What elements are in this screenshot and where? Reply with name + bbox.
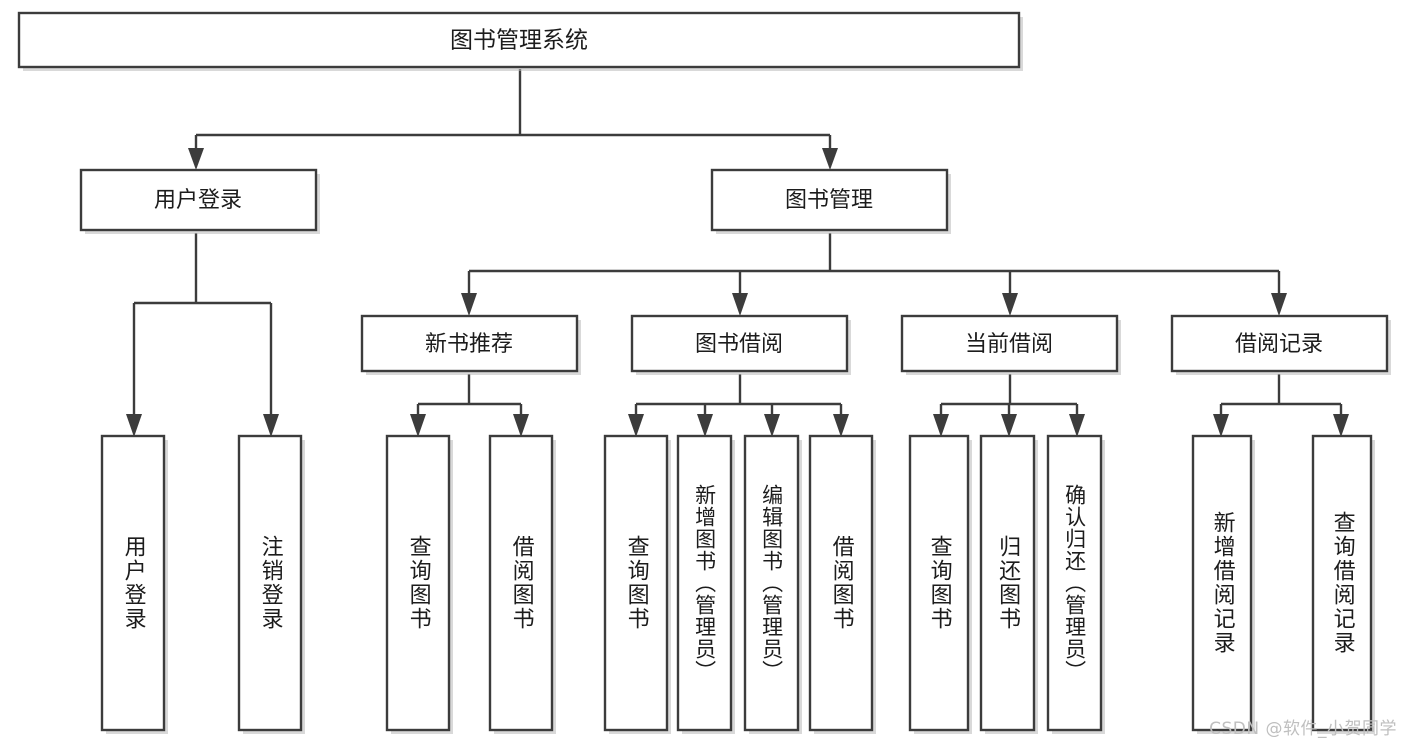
node-new-book-rec[interactable]: 新书推荐 xyxy=(360,314,581,375)
leaf-query-record-box[interactable] xyxy=(1311,434,1373,732)
arrow-bookmgmt-l3a-icon xyxy=(461,293,477,316)
node-user-login[interactable]: 用户登录 xyxy=(79,168,320,234)
arrow-bookmgmt-l3d-icon xyxy=(1271,293,1287,316)
arrow-bookborrow-leaf4-icon xyxy=(833,414,849,437)
leaf-edit-book-box[interactable] xyxy=(743,434,800,732)
node-current-borrow-label: 当前借阅 xyxy=(965,332,1053,357)
node-root-label: 图书管理系统 xyxy=(450,28,588,54)
leaf-borrow-book-1-box[interactable] xyxy=(488,434,554,732)
node-borrow-record[interactable]: 借阅记录 xyxy=(1170,314,1391,375)
leaf-query-book-3-box[interactable] xyxy=(908,434,970,732)
arrow-currborrow-leaf2-icon xyxy=(1001,414,1017,437)
node-book-mgmt[interactable]: 图书管理 xyxy=(710,168,951,234)
csdn-watermark: CSDN @软件_小贺同学 xyxy=(1209,719,1397,739)
arrow-bookmgmt-l3b-icon xyxy=(732,293,748,316)
node-borrow-record-box xyxy=(1170,314,1389,373)
arrow-newbook-leaf2-icon xyxy=(513,414,529,437)
arrow-currborrow-leaf1-icon xyxy=(933,414,949,437)
node-user-login-box xyxy=(79,168,318,232)
node-root[interactable]: 图书管理系统 xyxy=(17,11,1023,71)
node-book-borrow-label: 图书借阅 xyxy=(695,332,783,357)
arrow-newbook-leaf1-icon xyxy=(410,414,426,437)
leaf-borrow-book-2-box[interactable] xyxy=(808,434,874,732)
arrow-userlogin-leaf2-icon xyxy=(263,414,279,437)
arrow-borrowrec-leaf1-icon xyxy=(1213,414,1229,437)
node-book-mgmt-label: 图书管理 xyxy=(785,188,873,213)
node-user-login-label: 用户登录 xyxy=(154,188,242,213)
leaf-query-book-2-box[interactable] xyxy=(603,434,669,732)
arrow-root-to-user-login-icon xyxy=(188,148,204,170)
node-root-box xyxy=(17,11,1021,69)
connectors-layer xyxy=(126,69,1349,437)
arrow-bookmgmt-l3c-icon xyxy=(1002,293,1018,316)
arrow-bookborrow-leaf2-icon xyxy=(697,414,713,437)
leaf-confirm-return-box[interactable] xyxy=(1046,434,1103,732)
node-borrow-record-label: 借阅记录 xyxy=(1235,332,1323,357)
node-current-borrow[interactable]: 当前借阅 xyxy=(900,314,1121,375)
arrow-root-to-book-mgmt-icon xyxy=(822,148,838,170)
node-book-borrow-box xyxy=(630,314,849,373)
leaf-add-book-box[interactable] xyxy=(676,434,733,732)
leaf-return-book-box[interactable] xyxy=(979,434,1036,732)
node-new-book-rec-label: 新书推荐 xyxy=(425,332,513,357)
arrow-bookborrow-leaf1-icon xyxy=(628,414,644,437)
arrow-bookborrow-leaf3-icon xyxy=(764,414,780,437)
arrow-currborrow-leaf3-icon xyxy=(1069,414,1085,437)
arrow-userlogin-leaf1-icon xyxy=(126,414,142,437)
leaf-query-book-1-box[interactable] xyxy=(385,434,451,732)
arrow-borrowrec-leaf2-icon xyxy=(1333,414,1349,437)
leaf-add-record-box[interactable] xyxy=(1191,434,1253,732)
leaf-user-login-box[interactable] xyxy=(100,434,166,732)
node-current-borrow-box xyxy=(900,314,1119,373)
leaf-logout-box[interactable] xyxy=(237,434,303,732)
node-book-mgmt-box xyxy=(710,168,949,232)
node-book-borrow[interactable]: 图书借阅 xyxy=(630,314,851,375)
node-new-book-rec-box xyxy=(360,314,579,373)
leaf-boxes-layer xyxy=(100,434,1375,734)
